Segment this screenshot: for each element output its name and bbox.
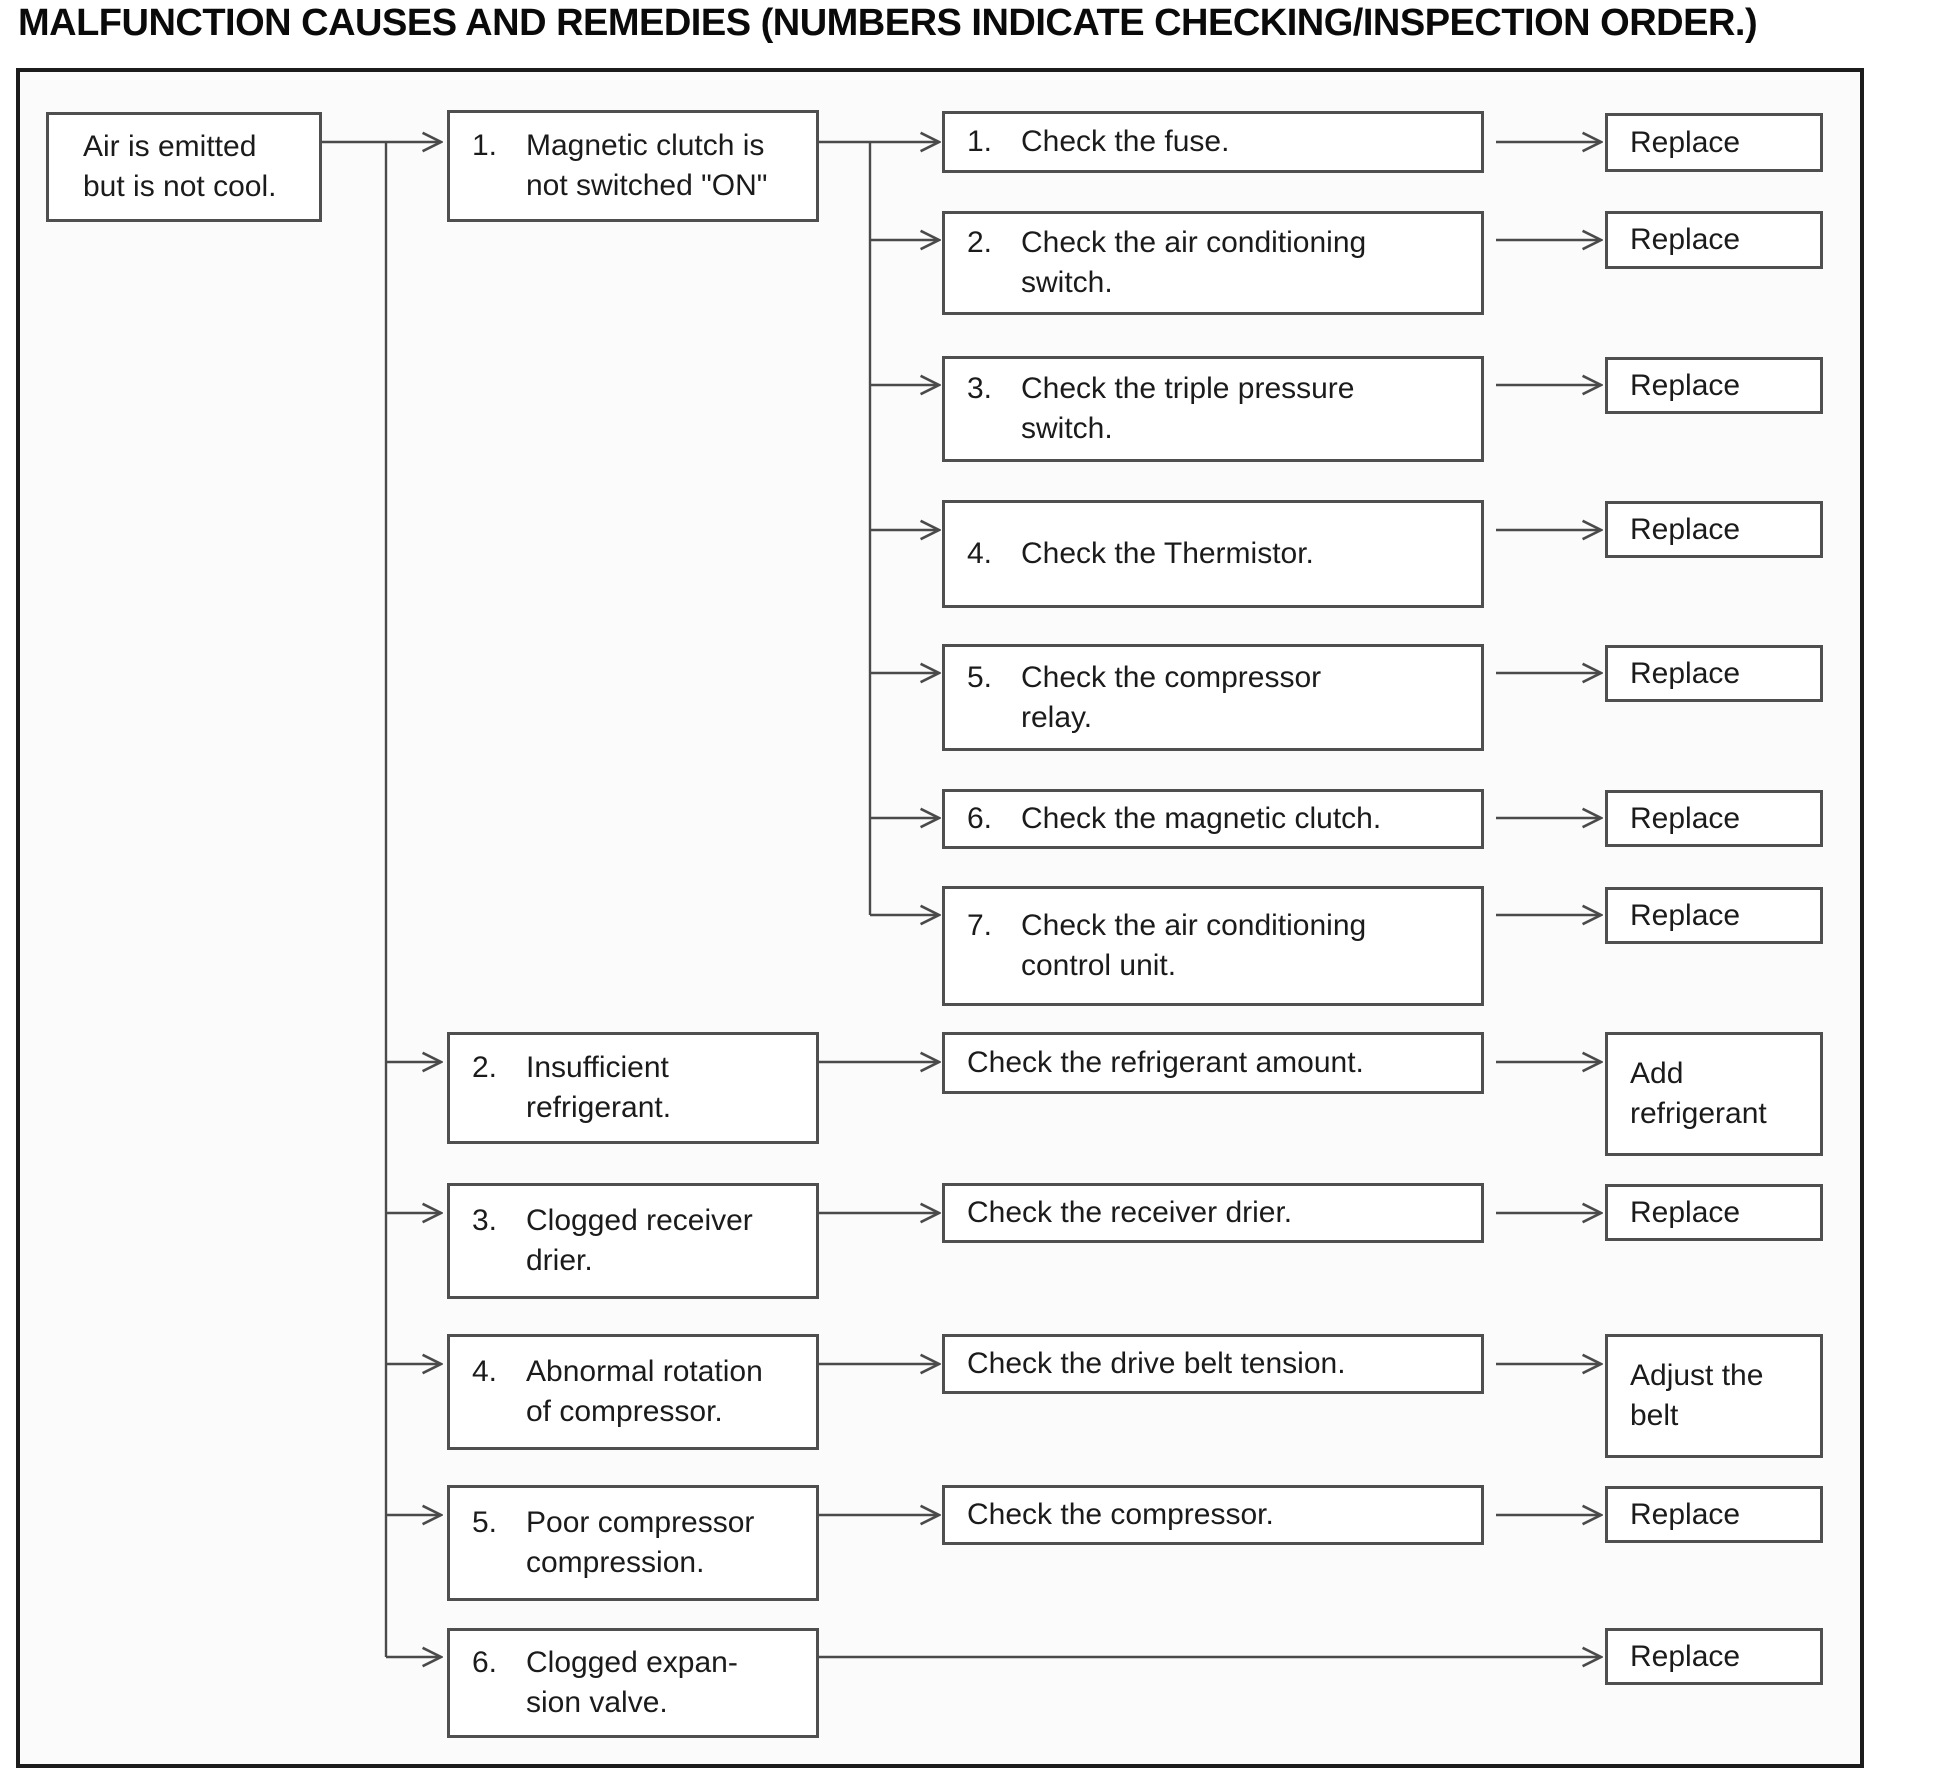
remedy-label: Replace [1630, 223, 1741, 257]
cause-box-abnormal-rotation: 4. Abnormal rotation of compressor. [447, 1334, 819, 1450]
check-number: 2. [967, 226, 993, 260]
check-box-compressor: Check the compressor. [942, 1485, 1484, 1545]
check-number: 3. [967, 372, 993, 406]
check-label: Check the air conditioning switch. [1021, 226, 1367, 299]
check-label: Check the fuse. [1021, 125, 1230, 159]
check-number: 4. [967, 537, 993, 571]
remedy-box-replace-10: Replace [1605, 1628, 1823, 1685]
remedy-box-replace-6: Replace [1605, 790, 1823, 847]
remedy-box-replace-3: Replace [1605, 357, 1823, 414]
check-number: 7. [967, 909, 993, 943]
remedy-label: Add refrigerant [1630, 1057, 1767, 1130]
check-label: Check the air conditioning control unit. [1021, 909, 1367, 982]
check-number: 6. [967, 802, 993, 836]
remedy-label: Replace [1630, 1639, 1741, 1673]
check-box-ac-switch: 2. Check the air conditioning switch. [942, 211, 1484, 315]
check-label: Check the drive belt tension. [967, 1347, 1346, 1381]
cause-number: 2. [472, 1051, 498, 1085]
symptom-label: Air is emitted but is not cool. [83, 130, 277, 203]
cause-number: 4. [472, 1355, 498, 1389]
page-title: MALFUNCTION CAUSES AND REMEDIES (NUMBERS… [18, 2, 1758, 44]
cause-label: Magnetic clutch is not switched "ON" [526, 129, 768, 202]
check-number: 1. [967, 125, 993, 159]
cause-label: Poor compressor compression. [526, 1506, 755, 1579]
check-box-compressor-relay: 5. Check the compressor relay. [942, 644, 1484, 751]
symptom-box: Air is emitted but is not cool. [46, 112, 322, 222]
cause-box-magnetic-clutch: 1. Magnetic clutch is not switched "ON" [447, 110, 819, 222]
check-box-magnetic-clutch: 6. Check the magnetic clutch. [942, 789, 1484, 849]
check-label: Check the compressor. [967, 1498, 1274, 1532]
cause-label: Insufficient refrigerant. [526, 1051, 672, 1124]
remedy-box-replace-7: Replace [1605, 887, 1823, 944]
remedy-label: Replace [1630, 368, 1741, 402]
check-box-triple-pressure-switch: 3. Check the triple pressure switch. [942, 356, 1484, 462]
check-number: 5. [967, 660, 993, 694]
remedy-label: Replace [1630, 512, 1741, 546]
check-box-refrigerant-amount: Check the refrigerant amount. [942, 1032, 1484, 1094]
remedy-label: Replace [1630, 801, 1741, 835]
check-box-fuse: 1. Check the fuse. [942, 111, 1484, 173]
check-box-ac-control-unit: 7. Check the air conditioning control un… [942, 886, 1484, 1006]
check-label: Check the Thermistor. [1021, 537, 1314, 571]
cause-label: Clogged expan- sion valve. [526, 1646, 738, 1719]
cause-label: Abnormal rotation of compressor. [526, 1355, 763, 1428]
cause-number: 3. [472, 1204, 498, 1238]
cause-box-poor-compression: 5. Poor compressor compression. [447, 1485, 819, 1601]
cause-number: 1. [472, 129, 498, 163]
remedy-box-replace-5: Replace [1605, 645, 1823, 702]
remedy-label: Replace [1630, 1195, 1741, 1229]
remedy-label: Replace [1630, 656, 1741, 690]
remedy-label: Replace [1630, 1497, 1741, 1531]
remedy-box-replace-2: Replace [1605, 211, 1823, 269]
remedy-label: Adjust the belt [1630, 1359, 1764, 1432]
check-label: Check the magnetic clutch. [1021, 802, 1382, 836]
cause-box-clogged-expansion-valve: 6. Clogged expan- sion valve. [447, 1628, 819, 1738]
remedy-box-adjust-belt: Adjust the belt [1605, 1334, 1823, 1458]
check-box-thermistor: 4. Check the Thermistor. [942, 500, 1484, 608]
cause-number: 5. [472, 1506, 498, 1540]
check-box-receiver-drier: Check the receiver drier. [942, 1183, 1484, 1243]
cause-box-insufficient-refrigerant: 2. Insufficient refrigerant. [447, 1032, 819, 1144]
cause-number: 6. [472, 1646, 498, 1680]
remedy-label: Replace [1630, 898, 1741, 932]
remedy-box-replace-1: Replace [1605, 113, 1823, 172]
remedy-label: Replace [1630, 125, 1741, 159]
cause-label: Clogged receiver drier. [526, 1204, 753, 1277]
cause-box-clogged-receiver-drier: 3. Clogged receiver drier. [447, 1183, 819, 1299]
remedy-box-add-refrigerant: Add refrigerant [1605, 1032, 1823, 1156]
check-label: Check the refrigerant amount. [967, 1046, 1364, 1080]
check-label: Check the triple pressure switch. [1021, 372, 1355, 445]
check-box-drive-belt-tension: Check the drive belt tension. [942, 1334, 1484, 1394]
remedy-box-replace-8: Replace [1605, 1184, 1823, 1241]
remedy-box-replace-9: Replace [1605, 1486, 1823, 1543]
check-label: Check the compressor relay. [1021, 660, 1322, 734]
remedy-box-replace-4: Replace [1605, 501, 1823, 558]
check-label: Check the receiver drier. [967, 1196, 1293, 1230]
